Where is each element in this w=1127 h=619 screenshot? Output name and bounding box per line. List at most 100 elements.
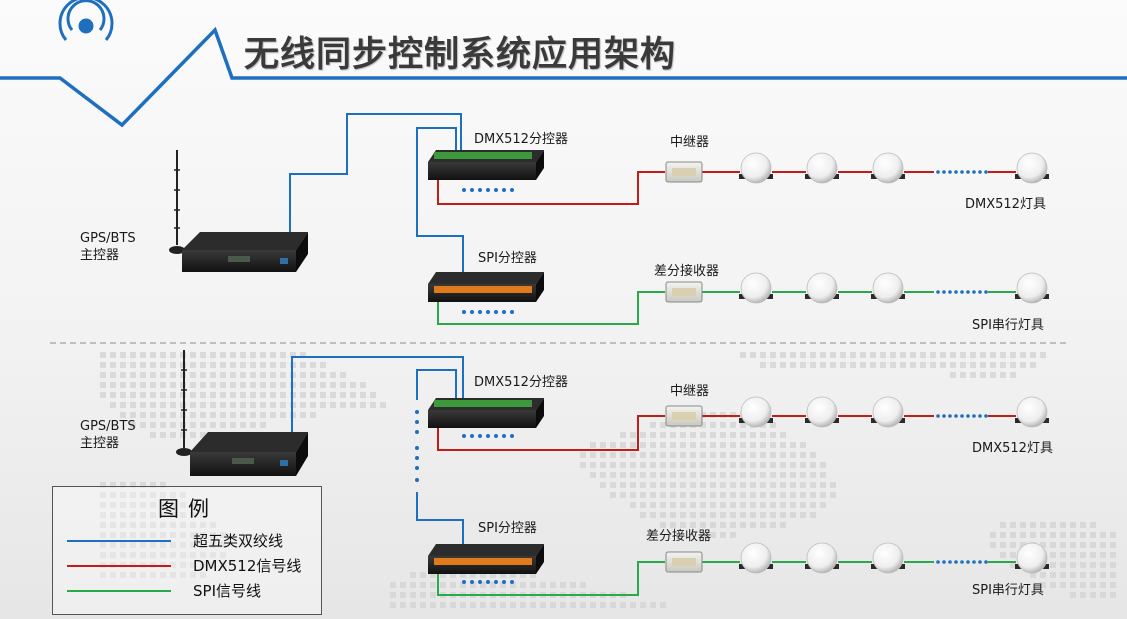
top-antenna-icon — [169, 150, 185, 254]
bottom-spi-gap-dot — [972, 560, 976, 564]
bottom-dmx-lamp-icon — [1015, 396, 1049, 428]
top-dmx-lamps-label: DMX512灯具 — [965, 197, 1046, 212]
bottom-dmx-controller-label: DMX512分控器 — [474, 375, 568, 390]
top-dmx-gap-dot — [972, 170, 976, 174]
top-dmx-controller-label: DMX512分控器 — [474, 132, 568, 147]
bottom-dmx-gap-dot — [978, 414, 982, 418]
bottom-spi-gap-dot — [966, 560, 970, 564]
top-spi-lamp-icon — [805, 272, 839, 304]
bottom-spi-gap-dot — [960, 560, 964, 564]
bottom-dmx-lamp-icon — [739, 396, 773, 428]
top-spi-gap-dot — [966, 290, 970, 294]
bottom-spi-lamp-icon — [739, 542, 773, 574]
header-line — [0, 26, 1127, 128]
bottom-dmx-gap-dot — [972, 414, 976, 418]
bottom-spi-lamps-label: SPI串行灯具 — [972, 583, 1044, 598]
bottom-spi-lamp-icon — [871, 542, 905, 574]
world-map-background — [100, 352, 1116, 608]
top-dmx-gap-dot — [936, 170, 940, 174]
bottom-red-wire — [437, 415, 1016, 451]
bottom-main-controller-icon — [190, 432, 308, 476]
bottom-dmx-gap-dot — [948, 414, 952, 418]
bottom-repeater-icon — [665, 405, 703, 427]
top-dmx-gap-dot — [984, 170, 988, 174]
top-dmx-gap-dot — [966, 170, 970, 174]
bottom-dmx-gap-dot — [984, 414, 988, 418]
top-dmx-lamp-icon — [805, 152, 839, 184]
top-port-dots — [462, 188, 514, 314]
bottom-spi-gap-dot — [978, 560, 982, 564]
top-dmx-gap-dot — [948, 170, 952, 174]
bottom-green-wire — [437, 561, 1016, 596]
top-blue-wires — [286, 113, 464, 275]
legend-item-twisted-pair: 超五类双绞线 — [193, 532, 284, 550]
legend-item-spi-signal: SPI信号线 — [193, 582, 261, 600]
top-spi-controller-icon — [428, 272, 544, 302]
legend-line-spi-signal — [67, 590, 171, 592]
top-main-controller-label-line1: GPS/BTS — [80, 231, 136, 246]
legend-line-dmx-signal — [67, 565, 171, 567]
top-repeater-label: 中继器 — [670, 135, 710, 150]
bottom-dmx-gap-dot — [960, 414, 964, 418]
page-title: 无线同步控制系统应用架构 — [244, 35, 677, 75]
top-repeater-icon — [665, 161, 703, 183]
legend-box: 图例 超五类双绞线 DMX512信号线 SPI信号线 — [52, 486, 322, 615]
bottom-dmx-lamps-label: DMX512灯具 — [972, 441, 1053, 456]
top-receiver-icon — [665, 281, 703, 303]
top-main-controller-label-line2: 主控器 — [80, 248, 120, 263]
top-spi-gap-dot — [984, 290, 988, 294]
bottom-main-controller-label-line1: GPS/BTS — [80, 419, 136, 434]
legend-title: 图例 — [158, 497, 218, 521]
bottom-repeater-label: 中继器 — [670, 384, 710, 399]
legend-item-dmx-signal: DMX512信号线 — [193, 557, 302, 575]
top-main-controller-icon — [182, 232, 308, 272]
top-spi-gap-dot — [942, 290, 946, 294]
bottom-dmx-gap-dot — [954, 414, 958, 418]
top-dmx-lamp-icon — [1015, 152, 1049, 184]
top-dmx-gap-dot — [960, 170, 964, 174]
bottom-spi-controller-label: SPI分控器 — [478, 521, 537, 536]
bottom-spi-gap-dot — [936, 560, 940, 564]
top-green-wire — [437, 291, 1016, 325]
legend-line-twisted-pair — [67, 540, 171, 542]
bottom-spi-gap-dot — [942, 560, 946, 564]
top-red-wire — [437, 171, 1016, 205]
top-dmx-gap-dot — [978, 170, 982, 174]
top-dmx-gap-dot — [942, 170, 946, 174]
bottom-spi-lamp-icon — [1015, 542, 1049, 574]
bottom-dmx-lamp-icon — [871, 396, 905, 428]
top-dmx-lamp-icon — [739, 152, 773, 184]
lamp-rows — [739, 152, 1049, 574]
bottom-wireless-dots — [415, 410, 419, 482]
top-spi-lamps-label: SPI串行灯具 — [972, 318, 1044, 333]
top-spi-lamp-icon — [739, 272, 773, 304]
bottom-spi-gap-dot — [984, 560, 988, 564]
top-receiver-label: 差分接收器 — [654, 264, 720, 279]
top-dmx-gap-dot — [954, 170, 958, 174]
bottom-spi-controller-icon — [428, 544, 544, 574]
top-spi-gap-dot — [978, 290, 982, 294]
top-spi-gap-dot — [960, 290, 964, 294]
top-dmx-controller-icon — [428, 150, 544, 180]
bottom-dmx-controller-icon — [428, 398, 544, 428]
bottom-port-dots — [462, 434, 514, 584]
bottom-dmx-gap-dot — [936, 414, 940, 418]
top-spi-controller-label: SPI分控器 — [478, 251, 537, 266]
bottom-main-controller-label-line2: 主控器 — [80, 436, 120, 451]
top-dmx-lamp-icon — [871, 152, 905, 184]
signal-tower-icon — [58, 0, 114, 41]
top-spi-gap-dot — [954, 290, 958, 294]
bottom-dmx-lamp-icon — [805, 396, 839, 428]
bottom-antenna-icon — [176, 350, 192, 456]
bottom-spi-lamp-icon — [805, 542, 839, 574]
top-spi-gap-dot — [936, 290, 940, 294]
top-spi-gap-dot — [948, 290, 952, 294]
top-spi-gap-dot — [972, 290, 976, 294]
bottom-receiver-icon — [665, 551, 703, 573]
top-spi-lamp-icon — [871, 272, 905, 304]
header-logo — [0, 0, 1127, 128]
bottom-spi-gap-dot — [954, 560, 958, 564]
bottom-dmx-gap-dot — [966, 414, 970, 418]
bottom-spi-gap-dot — [948, 560, 952, 564]
